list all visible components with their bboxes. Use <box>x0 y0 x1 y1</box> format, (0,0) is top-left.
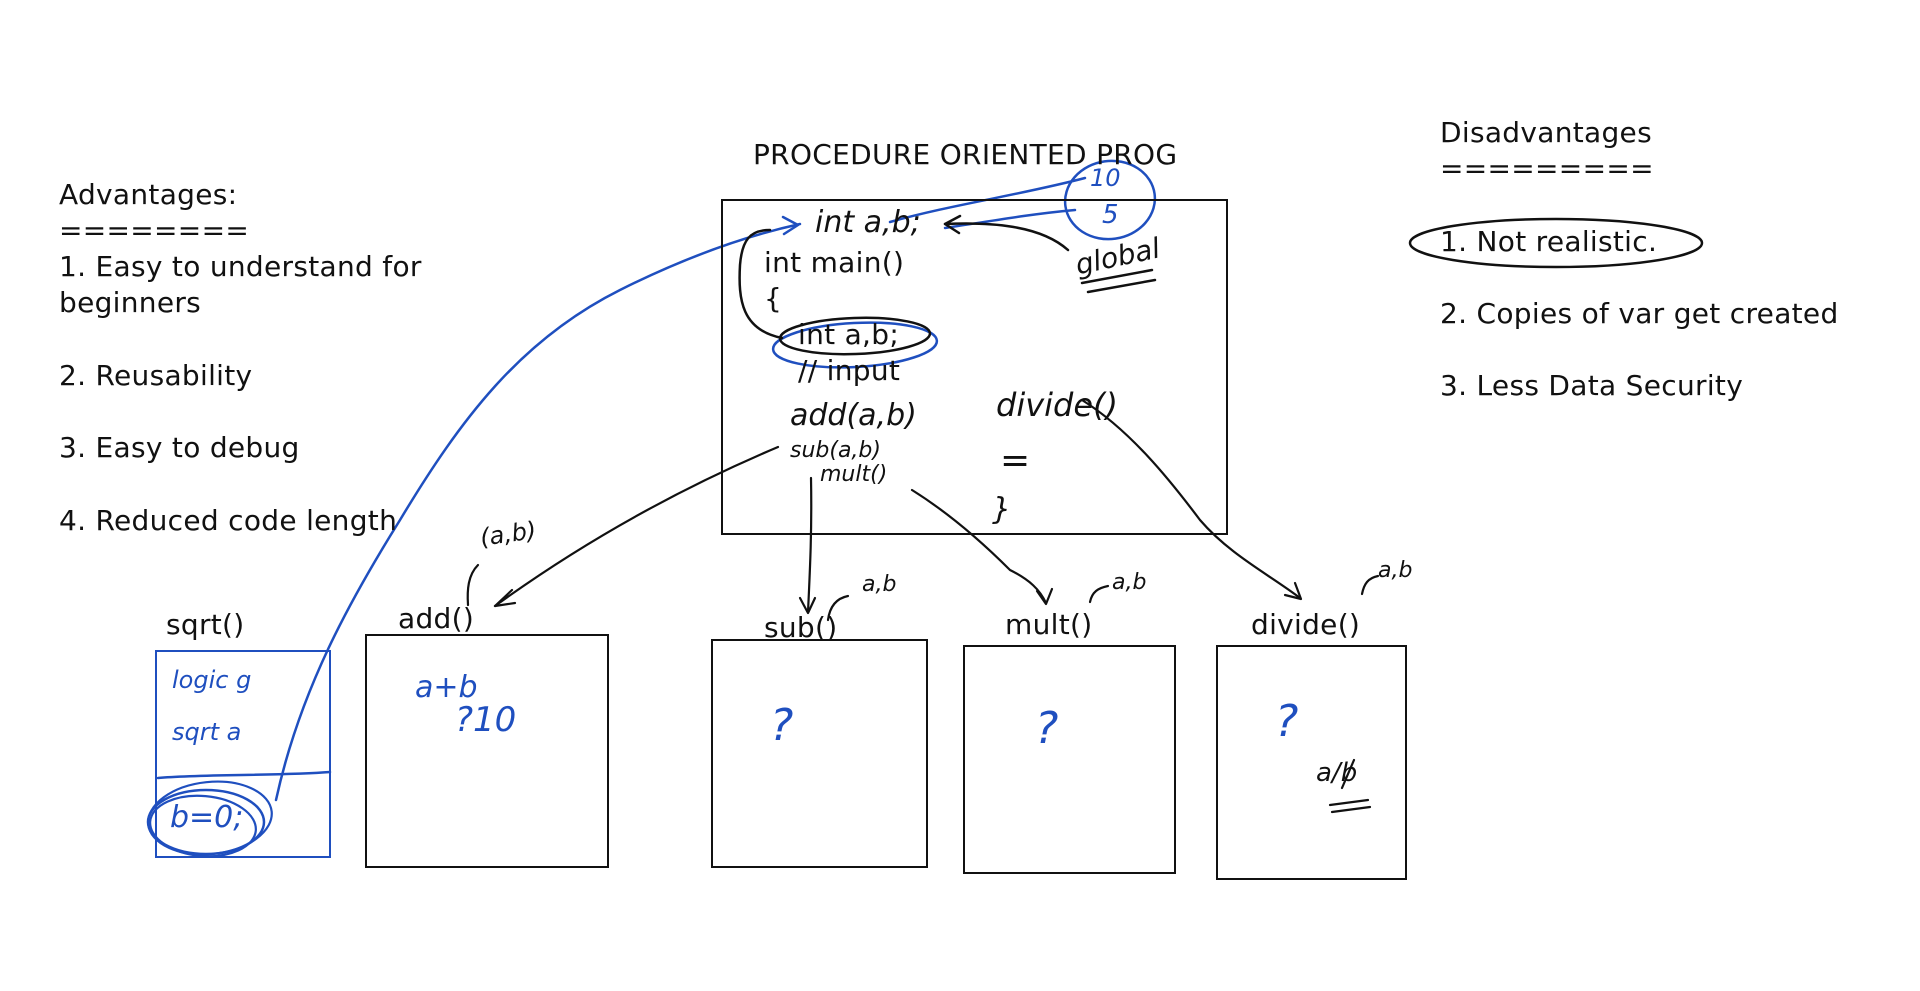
sqrt-scribble-2 <box>147 780 273 856</box>
local-declaration: int a,b; <box>798 318 900 351</box>
mult-body: ? <box>1035 703 1059 754</box>
add-annotation-hook <box>466 563 480 607</box>
disadvantage-item-3: 3. Less Data Security <box>1440 369 1744 402</box>
scope-bracket <box>738 228 784 340</box>
divide-underline <box>1328 798 1372 814</box>
mult-annotation-hook <box>1088 584 1110 604</box>
sub-function-box <box>711 639 928 868</box>
sqrt-scribble-3 <box>149 794 257 858</box>
sqrt-function-box <box>155 650 331 858</box>
main-signature: int main() <box>764 246 905 279</box>
advantage-item-4: 4. Reduced code length <box>59 504 398 537</box>
advantage-item-2: 2. Reusability <box>59 359 253 392</box>
sqrt-b-equals-zero: b=0; <box>170 800 244 835</box>
sub-body: ? <box>770 700 794 751</box>
sqrt-sqrt-line: sqrt a <box>172 718 242 746</box>
call-add: add(a,b) <box>790 398 917 433</box>
disadvantages-underline: ========= <box>1440 152 1654 185</box>
add-body-sum: a+b <box>415 670 478 705</box>
global-label-arrowhead <box>943 214 962 235</box>
divide-function-box <box>1216 645 1407 880</box>
advantages-underline: ======== <box>59 214 250 247</box>
add-body-result: ?10 <box>455 700 517 740</box>
not-realistic-ellipse <box>1408 217 1704 269</box>
advantage-item-3: 3. Easy to debug <box>59 431 300 464</box>
global-link-line-2 <box>943 208 1077 230</box>
divide-annotation: a,b <box>1378 558 1413 583</box>
sqrt-to-global-arrowhead <box>781 215 800 236</box>
main-program-box <box>721 199 1228 535</box>
disadvantages-heading: Disadvantages <box>1440 116 1652 149</box>
disadvantage-item-1: 1. Not realistic. <box>1440 225 1658 258</box>
divide-slash <box>1340 758 1356 790</box>
global-declaration: int a,b; <box>815 205 921 240</box>
global-value-top: 10 <box>1090 164 1121 192</box>
global-value-bottom: 5 <box>1102 200 1119 230</box>
divide-annotation-hook <box>1360 574 1380 596</box>
global-label-arrow <box>943 222 1070 252</box>
equals-mark: = <box>1000 440 1031 481</box>
advantages-heading: Advantages: <box>59 178 238 211</box>
sqrt-logic-line: logic g <box>172 666 252 694</box>
divide-body-question: ? <box>1275 696 1299 747</box>
call-divide: divide() <box>996 386 1118 424</box>
sqrt-function-name: sqrt() <box>166 608 245 641</box>
mult-annotation: a,b <box>1112 570 1147 595</box>
sub-function-name: sub() <box>764 611 838 644</box>
main-brace-close: } <box>992 492 1012 527</box>
global-value-circle <box>1063 159 1157 241</box>
diagram-title: PROCEDURE ORIENTED PROG <box>753 138 1178 171</box>
mult-function-name: mult() <box>1005 608 1093 641</box>
add-function-name: add() <box>398 602 475 635</box>
arrow-to-divide <box>1080 398 1302 600</box>
sub-annotation-hook <box>826 594 850 622</box>
local-decl-blue-ellipse <box>771 321 939 369</box>
arrow-to-mult <box>910 488 1048 605</box>
advantage-item-1: 1. Easy to understand for <box>59 250 422 283</box>
sqrt-to-global-curve <box>274 222 802 802</box>
divide-function-name: divide() <box>1251 608 1361 641</box>
arrow-to-sub <box>806 476 813 614</box>
global-underline <box>1080 268 1157 294</box>
main-brace-open: { <box>764 282 783 315</box>
sub-annotation: a,b <box>862 572 897 597</box>
call-mult: mult() <box>820 462 888 487</box>
add-function-box <box>365 634 609 868</box>
advantage-item-1-cont: beginners <box>59 286 202 319</box>
arrow-to-mult-head <box>1035 587 1054 606</box>
sqrt-divider <box>156 770 332 780</box>
disadvantage-item-2: 2. Copies of var get created <box>1440 297 1839 330</box>
call-sub: sub(a,b) <box>790 438 881 463</box>
arrow-to-add-head <box>493 588 517 608</box>
input-comment: // input <box>798 354 901 387</box>
arrow-to-add <box>493 445 780 608</box>
divide-body-ratio: a/b <box>1316 758 1358 788</box>
arrow-to-divide-head <box>1283 581 1303 601</box>
mult-function-box <box>963 645 1176 874</box>
arrow-to-sub-head <box>798 596 817 615</box>
